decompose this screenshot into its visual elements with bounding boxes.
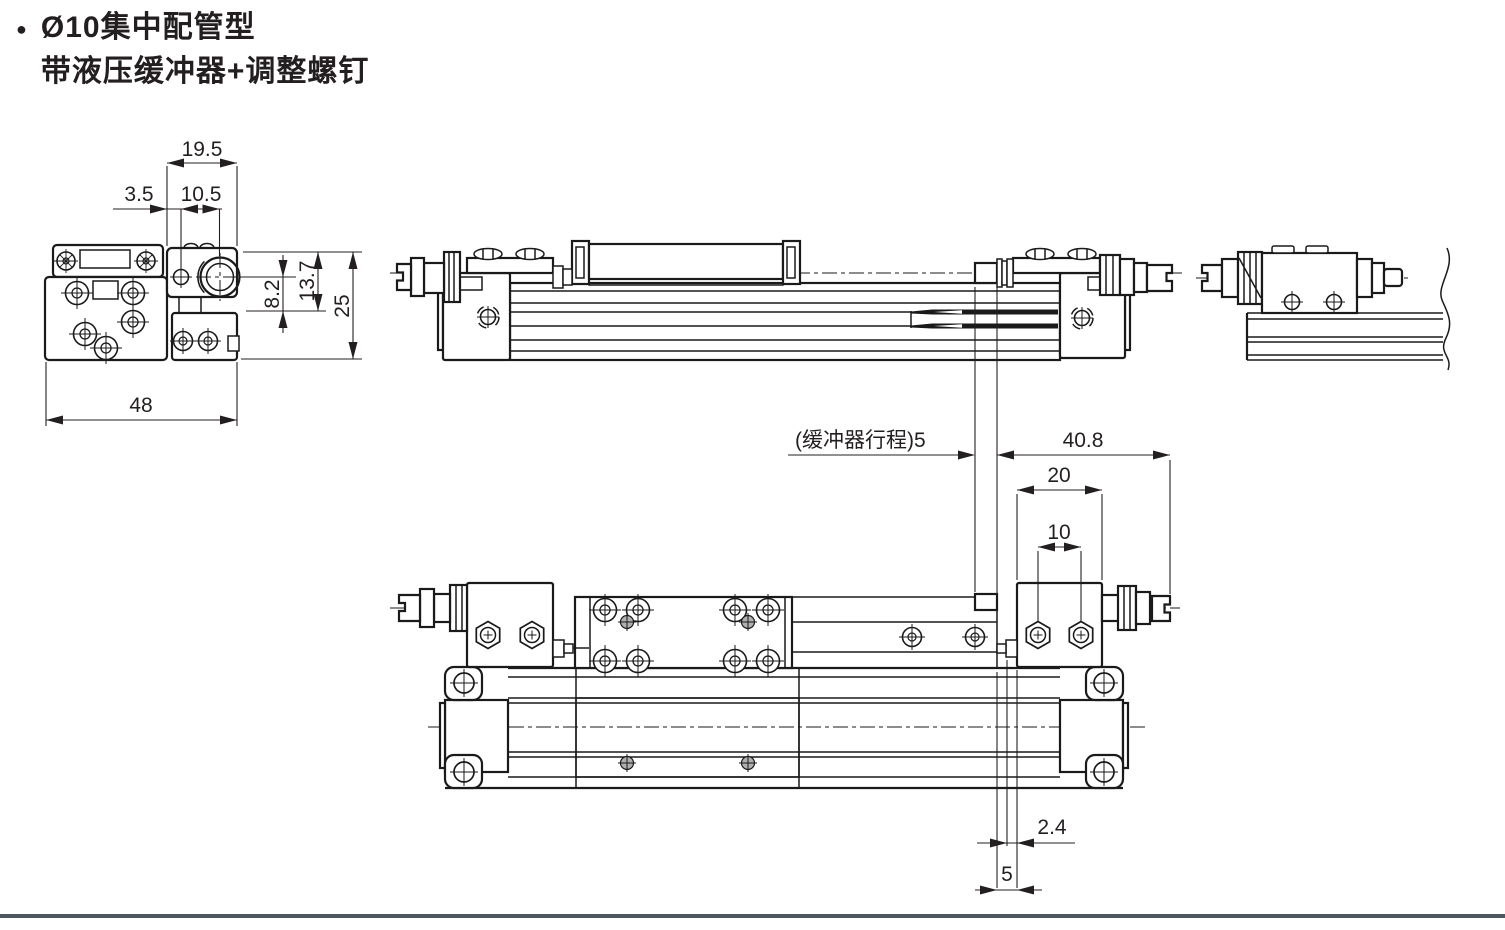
dim-label-48: 48 xyxy=(129,394,152,417)
plan-left-end-cap xyxy=(438,665,510,790)
plan-slide-table xyxy=(573,593,998,678)
dim-3-5-10-5: 3.5 10.5 xyxy=(113,183,222,267)
dim-label-20: 20 xyxy=(1047,464,1070,487)
dim-vertical-group: 8.2 13.7 25 xyxy=(240,251,362,360)
detail-shock-absorber xyxy=(1200,245,1404,315)
dim-label-13-7: 13.7 xyxy=(296,261,319,302)
dim-label-25: 25 xyxy=(331,294,354,317)
detail-view xyxy=(1196,245,1451,371)
plan-left-shock-absorber xyxy=(397,581,589,669)
dim-label-40-8: 40.8 xyxy=(1063,429,1104,452)
dim-20: 20 xyxy=(1016,464,1103,580)
plan-right-end-cap xyxy=(1058,665,1130,790)
left-shock-absorber-side xyxy=(395,250,462,304)
shock-absorber-bore xyxy=(196,253,246,301)
side-view xyxy=(390,239,1182,362)
dim-label-buffer-stroke: (缓冲器行程)5 xyxy=(795,429,926,452)
title-line-2: 带液压缓冲器+调整螺钉 xyxy=(40,55,370,88)
slide-table-side xyxy=(570,239,802,286)
dim-label-10-5: 10.5 xyxy=(181,183,222,206)
rail-body xyxy=(508,281,1062,362)
end-view: 19.5 3.5 10.5 8.2 13.7 25 48 xyxy=(43,138,362,426)
right-shock-absorber-side xyxy=(1098,253,1174,297)
piston-rod-side xyxy=(973,258,1014,288)
dim-19-5: 19.5 xyxy=(45,138,238,426)
figure-title: ● Ø10集中配管型 带液压缓冲器+调整螺钉 xyxy=(16,6,369,94)
dim-2-4: 2.4 xyxy=(977,660,1075,888)
dim-label-8-2: 8.2 xyxy=(261,279,284,308)
title-line-1: Ø10集中配管型 xyxy=(40,11,256,44)
dim-label-5: 5 xyxy=(1001,863,1013,886)
bullet-icon: ● xyxy=(16,19,27,39)
dim-label-10: 10 xyxy=(1047,521,1070,544)
dim-40-8: 40.8 xyxy=(997,429,1171,594)
dim-label-19-5: 19.5 xyxy=(182,138,223,161)
plan-rail xyxy=(445,666,1123,790)
dim-label-3-5: 3.5 xyxy=(124,183,153,206)
dim-48: 48 xyxy=(46,394,237,425)
plan-view: (缓冲器行程)5 40.8 20 10 2.4 5 xyxy=(390,287,1180,895)
plan-right-shock-absorber xyxy=(973,581,1172,669)
page-footer-rule xyxy=(0,914,1505,918)
break-line xyxy=(1440,247,1451,371)
dim-5: 5 xyxy=(975,863,1042,895)
dim-label-2-4: 2.4 xyxy=(1037,816,1067,839)
dim-buffer-stroke: (缓冲器行程)5 xyxy=(788,287,998,597)
dim-10: 10 xyxy=(1037,521,1082,621)
